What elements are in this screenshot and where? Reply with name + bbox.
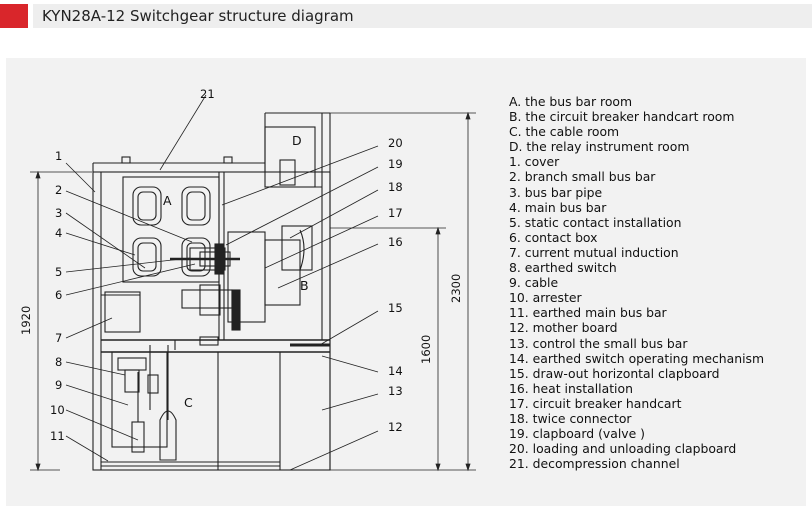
callout-8: 8	[55, 355, 62, 369]
legend-item: 14. earthed switch operating mechanism	[509, 350, 765, 366]
legend-item: 11. earthed main bus bar	[509, 305, 667, 321]
callout-2: 2	[55, 183, 62, 197]
legend-item: 7. current mutual induction	[509, 244, 679, 260]
callout-1: 1	[55, 149, 62, 163]
legend-item: 12. mother board	[509, 320, 618, 336]
room-label-c: C	[184, 395, 193, 410]
callout-19: 19	[388, 157, 403, 171]
legend-item: 15. draw-out horizontal clapboard	[509, 365, 720, 381]
legend-item: 2. branch small bus bar	[509, 169, 656, 185]
legend-item: 9. cable	[509, 275, 559, 291]
legend-item: D. the relay instrument room	[509, 139, 690, 155]
legend-item: 6. contact box	[509, 229, 598, 245]
dimension-1600: 1600	[419, 335, 433, 364]
legend-item: A. the bus bar room	[509, 94, 633, 109]
room-labels: A B C D	[163, 133, 309, 410]
callout-7: 7	[55, 331, 62, 345]
callout-3: 3	[55, 206, 62, 220]
dimension-1920: 1920	[19, 306, 33, 335]
legend-item: 10. arrester	[509, 290, 582, 306]
legend-list: A. the bus bar room B. the circuit break…	[509, 94, 764, 471]
legend-item: 8. earthed switch	[509, 260, 617, 276]
callout-11: 11	[50, 429, 65, 443]
header-accent	[0, 4, 28, 28]
legend-item: 21. decompression channel	[509, 456, 680, 472]
callout-15: 15	[388, 301, 403, 315]
legend-item: 16. heat installation	[509, 380, 633, 396]
dimension-2300: 2300	[449, 274, 463, 303]
legend-item: 19. clapboard (valve )	[509, 426, 646, 442]
page-title: KYN28A-12 Switchgear structure diagram	[42, 7, 354, 25]
callout-5: 5	[55, 265, 62, 279]
room-label-b: B	[300, 278, 309, 293]
cabinet-body	[92, 112, 331, 471]
room-label-a: A	[163, 193, 172, 208]
legend-item: 17. circuit breaker handcart	[509, 395, 682, 411]
callout-17: 17	[388, 206, 403, 220]
callout-13: 13	[388, 384, 403, 398]
callout-12: 12	[388, 420, 403, 434]
callout-10: 10	[50, 403, 65, 417]
callout-14: 14	[388, 364, 403, 378]
room-label-d: D	[292, 133, 302, 148]
callout-21: 21	[200, 87, 215, 101]
legend-item: C. the cable room	[509, 124, 620, 140]
legend-item: 5. static contact installation	[509, 214, 682, 230]
dimension-texts: 1920 1600 2300	[19, 274, 463, 364]
callout-6: 6	[55, 288, 62, 302]
callout-4: 4	[55, 226, 62, 240]
legend-item: 4. main bus bar	[509, 199, 607, 215]
header-bar	[33, 4, 812, 28]
legend-item: 18. twice connector	[509, 410, 632, 426]
header: KYN28A-12 Switchgear structure diagram	[0, 0, 812, 30]
leader-lines	[65, 94, 379, 471]
callout-16: 16	[388, 235, 403, 249]
legend-item: B. the circuit breaker handcart room	[509, 109, 735, 125]
callout-9: 9	[55, 378, 62, 392]
dimension-lines	[30, 111, 476, 472]
legend-item: 3. bus bar pipe	[509, 184, 603, 200]
legend-item: 13. control the small bus bar	[509, 335, 688, 351]
callout-labels: 1 2 3 4 5 6 7 8 9 10 11 12 13 14 15 16 1…	[50, 87, 403, 443]
callout-20: 20	[388, 136, 403, 150]
legend-item: 1. cover	[509, 154, 560, 170]
legend-item: 20. loading and unloading clapboard	[509, 441, 737, 457]
callout-18: 18	[388, 180, 403, 194]
